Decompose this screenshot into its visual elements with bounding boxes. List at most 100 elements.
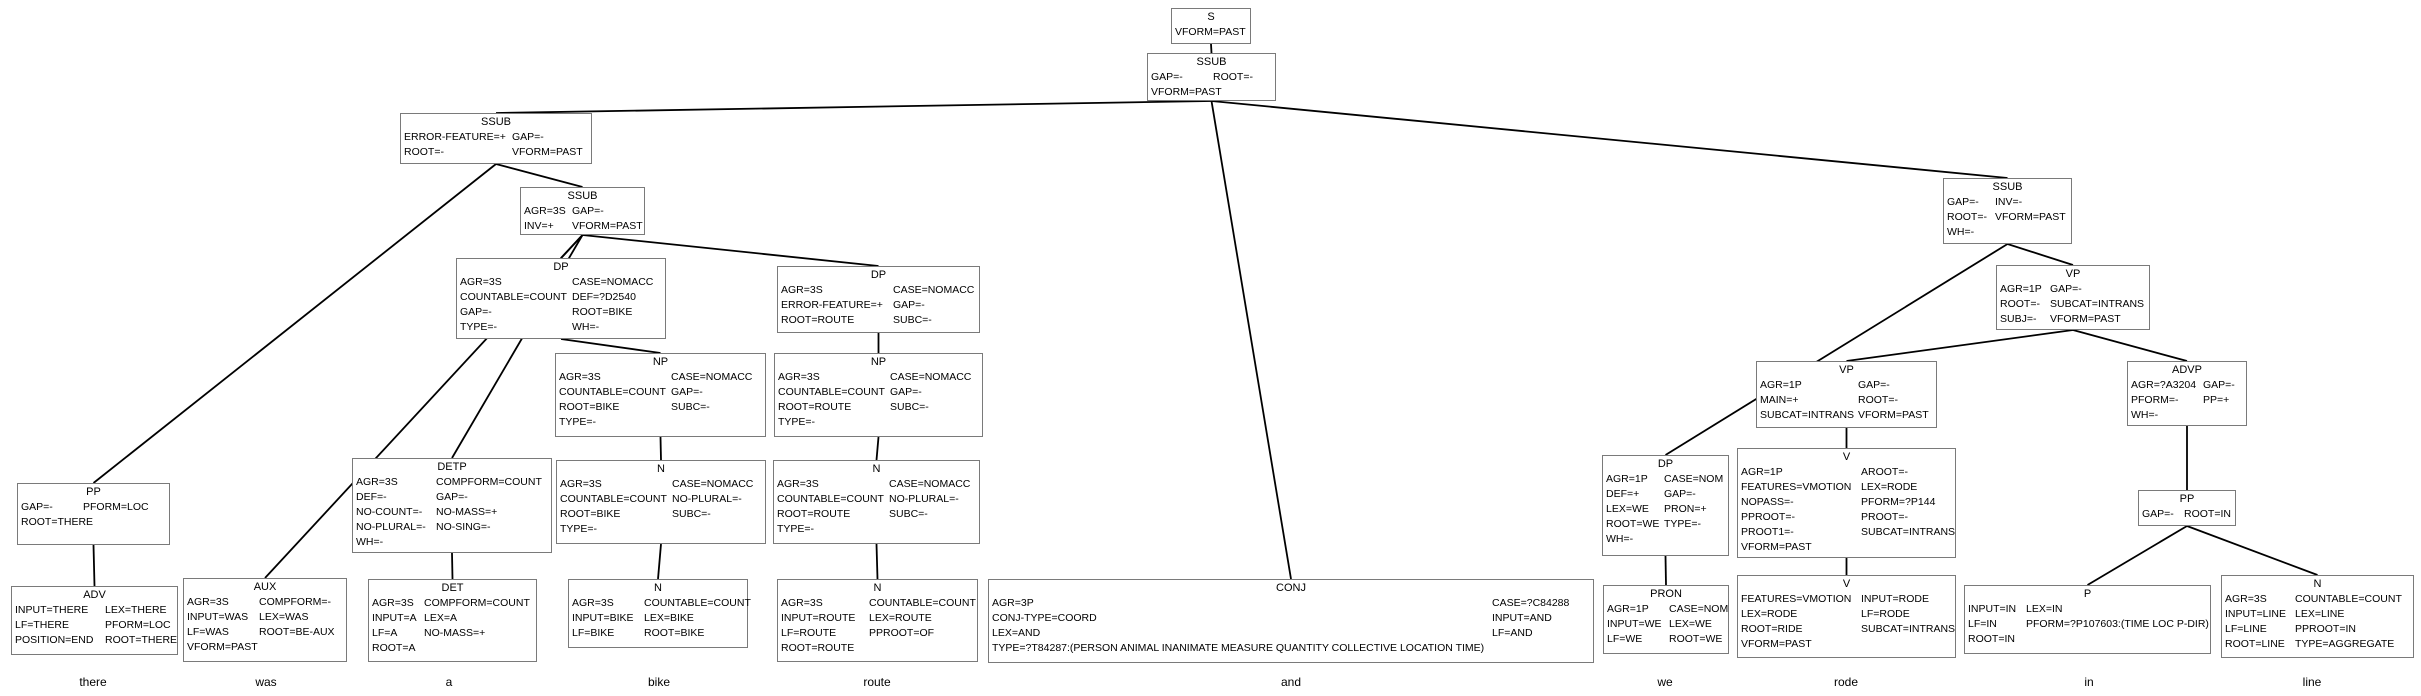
feature-value: GAP=- xyxy=(671,386,703,398)
feature-value: ROOT=A xyxy=(372,642,416,654)
feature-row: TYPE=- xyxy=(559,415,762,430)
feature-row: ROOT=-VFORM=PAST xyxy=(404,145,588,160)
feature-value: PFORM=?P107603:(TIME LOC P-DIR) xyxy=(2026,618,2209,630)
feature-value: SUBCAT=INTRANS xyxy=(1760,409,1855,421)
feature-value: ROOT=THERE xyxy=(105,634,178,646)
node-label: AUX xyxy=(253,581,277,593)
leaf-word-in: in xyxy=(2084,675,2094,689)
feature-value: AGR=3S xyxy=(560,478,602,490)
feature-value: INPUT=BIKE xyxy=(572,612,634,624)
feature-value: LEX=LINE xyxy=(2295,608,2345,620)
feature-value: TYPE=- xyxy=(1664,518,1702,530)
feature-row: TYPE=- xyxy=(778,415,979,430)
feature-row: GAP=-INV=- xyxy=(1947,195,2068,210)
node-label: N xyxy=(2313,578,2322,590)
feature-value: SUBCAT=INTRANS xyxy=(2050,298,2145,310)
feature-row: PFORM=-PP=+ xyxy=(2131,393,2243,408)
feature-value: LEX=BIKE xyxy=(644,612,694,624)
feature-value: CASE=NOMACC xyxy=(672,478,754,490)
feature-value: AGR=3S xyxy=(572,597,614,609)
feature-value: GAP=- xyxy=(890,386,922,398)
feature-row: INV=+VFORM=PAST xyxy=(524,219,643,234)
feature-value: AGR=3S xyxy=(356,476,398,488)
feature-row: PPROOT=-PROOT=- xyxy=(1741,510,1952,525)
feature-row: WH=- xyxy=(2131,408,2243,423)
feature-value: CASE=NOMACC xyxy=(893,284,975,296)
feature-value: ROOT=IN xyxy=(2184,508,2231,520)
feature-value: INPUT=ROUTE xyxy=(781,612,856,624)
tree-edge-ssub2-pp1 xyxy=(92,163,497,484)
feature-row: VFORM=PAST xyxy=(1741,637,1952,652)
feature-value: LEX=THERE xyxy=(105,604,167,616)
feature-value: MAIN=+ xyxy=(1760,394,1799,406)
node-label: DETP xyxy=(437,461,467,473)
feature-row: TYPE=- xyxy=(777,522,976,537)
feature-value: PRON=+ xyxy=(1664,503,1707,515)
feature-value: SUBCAT=INTRANS xyxy=(1861,526,1956,538)
feature-row: GAP=-ROOT=IN xyxy=(2142,507,2232,522)
feature-value: POSITION=END xyxy=(15,634,94,646)
feature-row: GAP=-ROOT=- xyxy=(1151,70,1272,85)
feature-row: GAP=-ROOT=BIKE xyxy=(460,305,662,320)
feature-value: FEATURES=VMOTION xyxy=(1741,481,1852,493)
feature-value: PFORM=- xyxy=(2131,394,2179,406)
tree-edge-s-ssub1 xyxy=(1210,43,1213,54)
feature-value: GAP=- xyxy=(512,131,544,143)
feature-value: LF=WE xyxy=(1607,633,1643,645)
feature-row: ROOT=-VFORM=PAST xyxy=(1947,210,2068,225)
feature-value: LF=ROUTE xyxy=(781,627,837,639)
feature-value: TYPE=- xyxy=(560,523,598,535)
feature-value: LF=LINE xyxy=(2225,623,2267,635)
node-label: DET xyxy=(441,582,464,594)
node-label: N xyxy=(657,463,665,475)
feature-value: LF=AND xyxy=(1492,627,1533,639)
node-label: SSUB xyxy=(1196,56,1227,68)
feature-value: LEX=AND xyxy=(992,627,1041,639)
feature-row: ROOT=-SUBCAT=INTRANS xyxy=(2000,297,2146,312)
feature-row: TYPE=?T84287:(PERSON ANIMAL INANIMATE ME… xyxy=(992,641,1590,656)
feature-row: VFORM=PAST xyxy=(1741,540,1952,555)
feature-value: TYPE=- xyxy=(559,416,597,428)
tree-edge-pp1-adv xyxy=(92,544,96,587)
feature-value: ROOT=BIKE xyxy=(559,401,620,413)
feature-value: AGR=1P xyxy=(1760,379,1802,391)
feature-value: COUNTABLE=COUNT xyxy=(560,493,667,505)
feature-value: SUBC=- xyxy=(889,508,928,520)
feature-value: SUBJ=- xyxy=(2000,313,2037,325)
feature-row: ROOT=A xyxy=(372,641,533,656)
feature-value: AROOT=- xyxy=(1861,466,1908,478)
tree-edge-n2mid-nroute xyxy=(875,543,879,580)
feature-value: COMPFORM=- xyxy=(259,596,332,608)
feature-value: GAP=- xyxy=(460,306,492,318)
feature-value: AGR=3S xyxy=(778,371,820,383)
feature-value: CONJ-TYPE=COORD xyxy=(992,612,1097,624)
feature-value: TYPE=- xyxy=(778,416,816,428)
feature-row: WH=- xyxy=(1606,532,1725,547)
tree-edge-np1-n1mid xyxy=(659,436,662,461)
feature-value: GAP=- xyxy=(21,501,53,513)
feature-value: PFORM=?P144 xyxy=(1861,496,1936,508)
feature-value: COUNTABLE=COUNT xyxy=(778,386,885,398)
feature-value: ROOT=ROUTE xyxy=(781,642,855,654)
feature-value: NOPASS=- xyxy=(1741,496,1794,508)
feature-value: AGR=1P xyxy=(2000,283,2042,295)
